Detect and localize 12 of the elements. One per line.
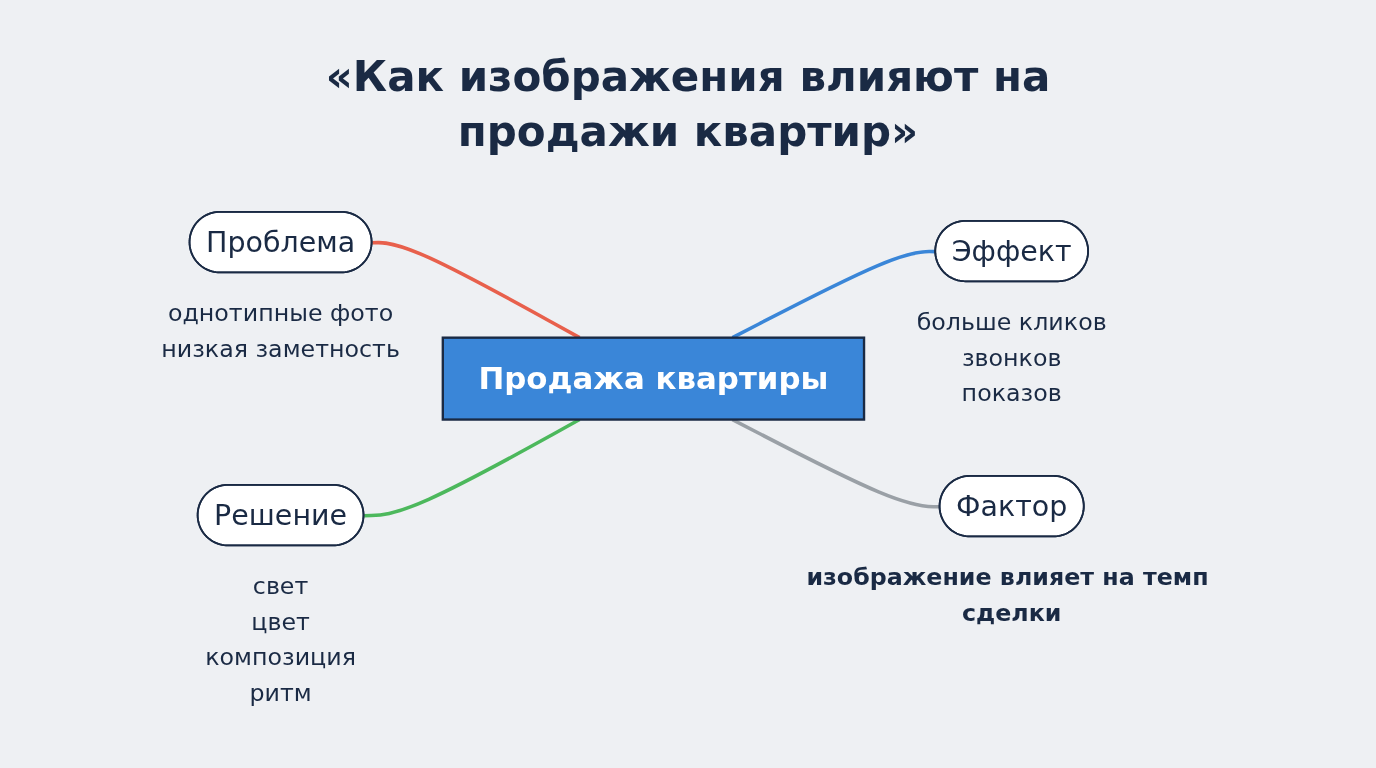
node-label: изображение влияет на темп сделки	[806, 562, 1209, 627]
node-label: композиция	[205, 642, 356, 672]
node-label: больше кликов	[916, 307, 1107, 336]
node-label: показов	[961, 378, 1062, 408]
node-label: однотипные фото	[167, 298, 394, 327]
node-label: звонков	[961, 343, 1062, 372]
node-label: ритм	[249, 678, 312, 707]
node-label: свет	[252, 571, 309, 600]
node-label: цвет	[251, 607, 310, 636]
diagram-title: «Как изображения влияют на продажи квартир»	[324, 51, 1052, 158]
node-label: низкая заметность	[161, 334, 400, 363]
node-box: Продажа квартиры	[441, 336, 866, 421]
